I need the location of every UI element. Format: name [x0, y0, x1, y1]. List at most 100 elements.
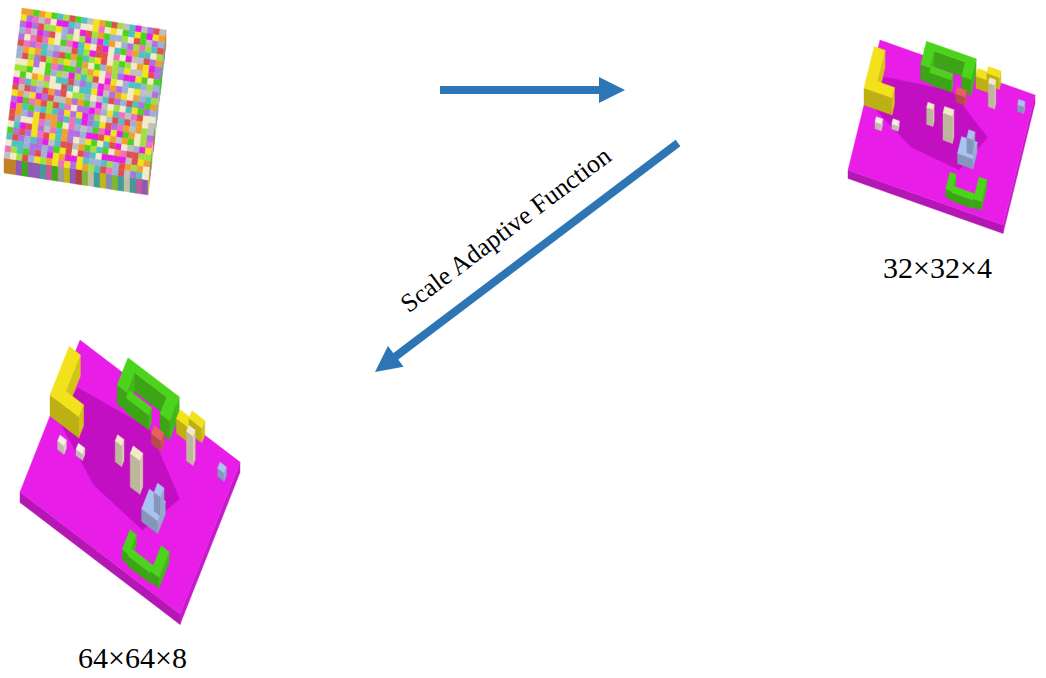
noise-voxel	[131, 63, 138, 70]
noise-voxel	[142, 179, 148, 195]
noise-voxel	[86, 31, 93, 38]
noise-voxel	[54, 39, 61, 46]
noise-voxel	[117, 29, 124, 36]
noise-voxel	[120, 150, 127, 157]
noise-voxel	[54, 147, 61, 154]
noise-voxel	[121, 144, 128, 151]
noise-voxel	[141, 77, 148, 84]
noise-voxel	[143, 65, 150, 72]
noise-voxel	[25, 130, 32, 137]
voxel-face	[189, 411, 205, 428]
noise-voxel	[27, 15, 34, 22]
voxel-face	[848, 40, 1035, 225]
noise-voxel	[96, 147, 103, 154]
noise-voxel	[98, 83, 105, 90]
noise-voxel	[118, 169, 125, 176]
noise-voxel	[63, 14, 70, 21]
noise-voxel	[15, 64, 22, 71]
voxel-face	[20, 340, 240, 614]
noise-voxel	[138, 109, 145, 116]
noise-voxel	[77, 55, 84, 62]
noise-voxel	[48, 146, 55, 153]
noise-voxel	[153, 79, 160, 86]
noise-voxel	[69, 117, 76, 124]
noise-voxel	[35, 48, 42, 55]
noise-voxel	[34, 156, 41, 163]
noise-voxel	[153, 28, 160, 35]
noise-voxel	[53, 102, 60, 109]
noise-voxel	[44, 24, 51, 31]
noise-voxel	[111, 73, 118, 80]
noise-voxel	[21, 59, 28, 66]
noise-voxel	[12, 89, 19, 96]
noise-voxel	[132, 50, 139, 57]
noise-voxel	[21, 14, 28, 21]
noise-voxel	[56, 77, 63, 84]
noise-voxel	[135, 127, 142, 134]
noise-voxel	[48, 44, 55, 51]
voxel-face	[962, 62, 975, 80]
noise-voxel	[24, 85, 31, 92]
noise-voxel	[75, 124, 82, 131]
voxel-face	[864, 78, 894, 98]
noise-voxel	[46, 164, 52, 180]
noise-voxel	[62, 27, 69, 34]
noise-voxel	[17, 147, 24, 154]
noise-voxel	[105, 21, 112, 28]
noise-voxel	[71, 54, 78, 61]
noise-voxel	[123, 30, 130, 37]
noise-voxel	[24, 142, 31, 149]
noise-voxel	[132, 108, 139, 115]
noise-voxel	[144, 160, 151, 167]
noise-voxel	[150, 53, 157, 60]
noise-voxel	[133, 95, 140, 102]
noise-voxel	[135, 76, 142, 83]
noise-voxel	[70, 162, 77, 169]
noise-voxel	[92, 133, 99, 140]
noise-voxel	[74, 80, 81, 87]
noise-voxel	[69, 22, 76, 29]
noise-voxel	[138, 102, 145, 109]
noise-voxel	[115, 143, 122, 150]
noise-voxel	[108, 149, 115, 156]
noise-voxel	[96, 96, 103, 103]
noise-voxel	[26, 72, 33, 79]
arrow-label: Scale Adaptive Function	[395, 141, 617, 319]
noise-voxel	[36, 36, 43, 43]
noise-voxel	[109, 91, 116, 98]
voxel-face	[50, 383, 84, 417]
noise-voxel	[51, 13, 58, 20]
noise-voxel	[112, 175, 118, 191]
noise-voxel	[62, 129, 69, 136]
noise-voxel	[41, 100, 48, 107]
noise-voxel	[76, 169, 82, 185]
noise-voxel	[86, 82, 93, 89]
noise-voxel	[141, 26, 148, 33]
noise-voxel	[93, 76, 100, 83]
noise-voxel	[101, 160, 108, 167]
noise-voxel	[96, 45, 103, 52]
noise-voxel	[145, 46, 152, 53]
noise-voxel	[112, 66, 119, 73]
noise-voxel	[16, 52, 23, 59]
noise-voxel	[117, 125, 124, 132]
noise-voxel	[55, 32, 62, 39]
noise-voxel	[65, 155, 72, 162]
noise-voxel	[42, 88, 49, 95]
noise-voxel	[12, 134, 19, 141]
noise-voxel	[42, 43, 49, 50]
noise-voxel	[82, 164, 89, 171]
noise-voxel	[18, 84, 25, 91]
voxel-grid-node: 32×32×4	[835, 0, 1040, 285]
noise-voxel	[69, 123, 76, 130]
noise-voxel	[15, 109, 22, 116]
noise-voxel	[132, 159, 139, 166]
noise-voxel	[15, 115, 22, 122]
noise-voxel	[101, 109, 108, 116]
noise-voxel	[77, 157, 84, 164]
noise-voxel	[130, 69, 137, 76]
noise-voxel	[103, 40, 110, 47]
noise-voxel	[50, 76, 57, 83]
noise-voxel	[39, 62, 46, 69]
